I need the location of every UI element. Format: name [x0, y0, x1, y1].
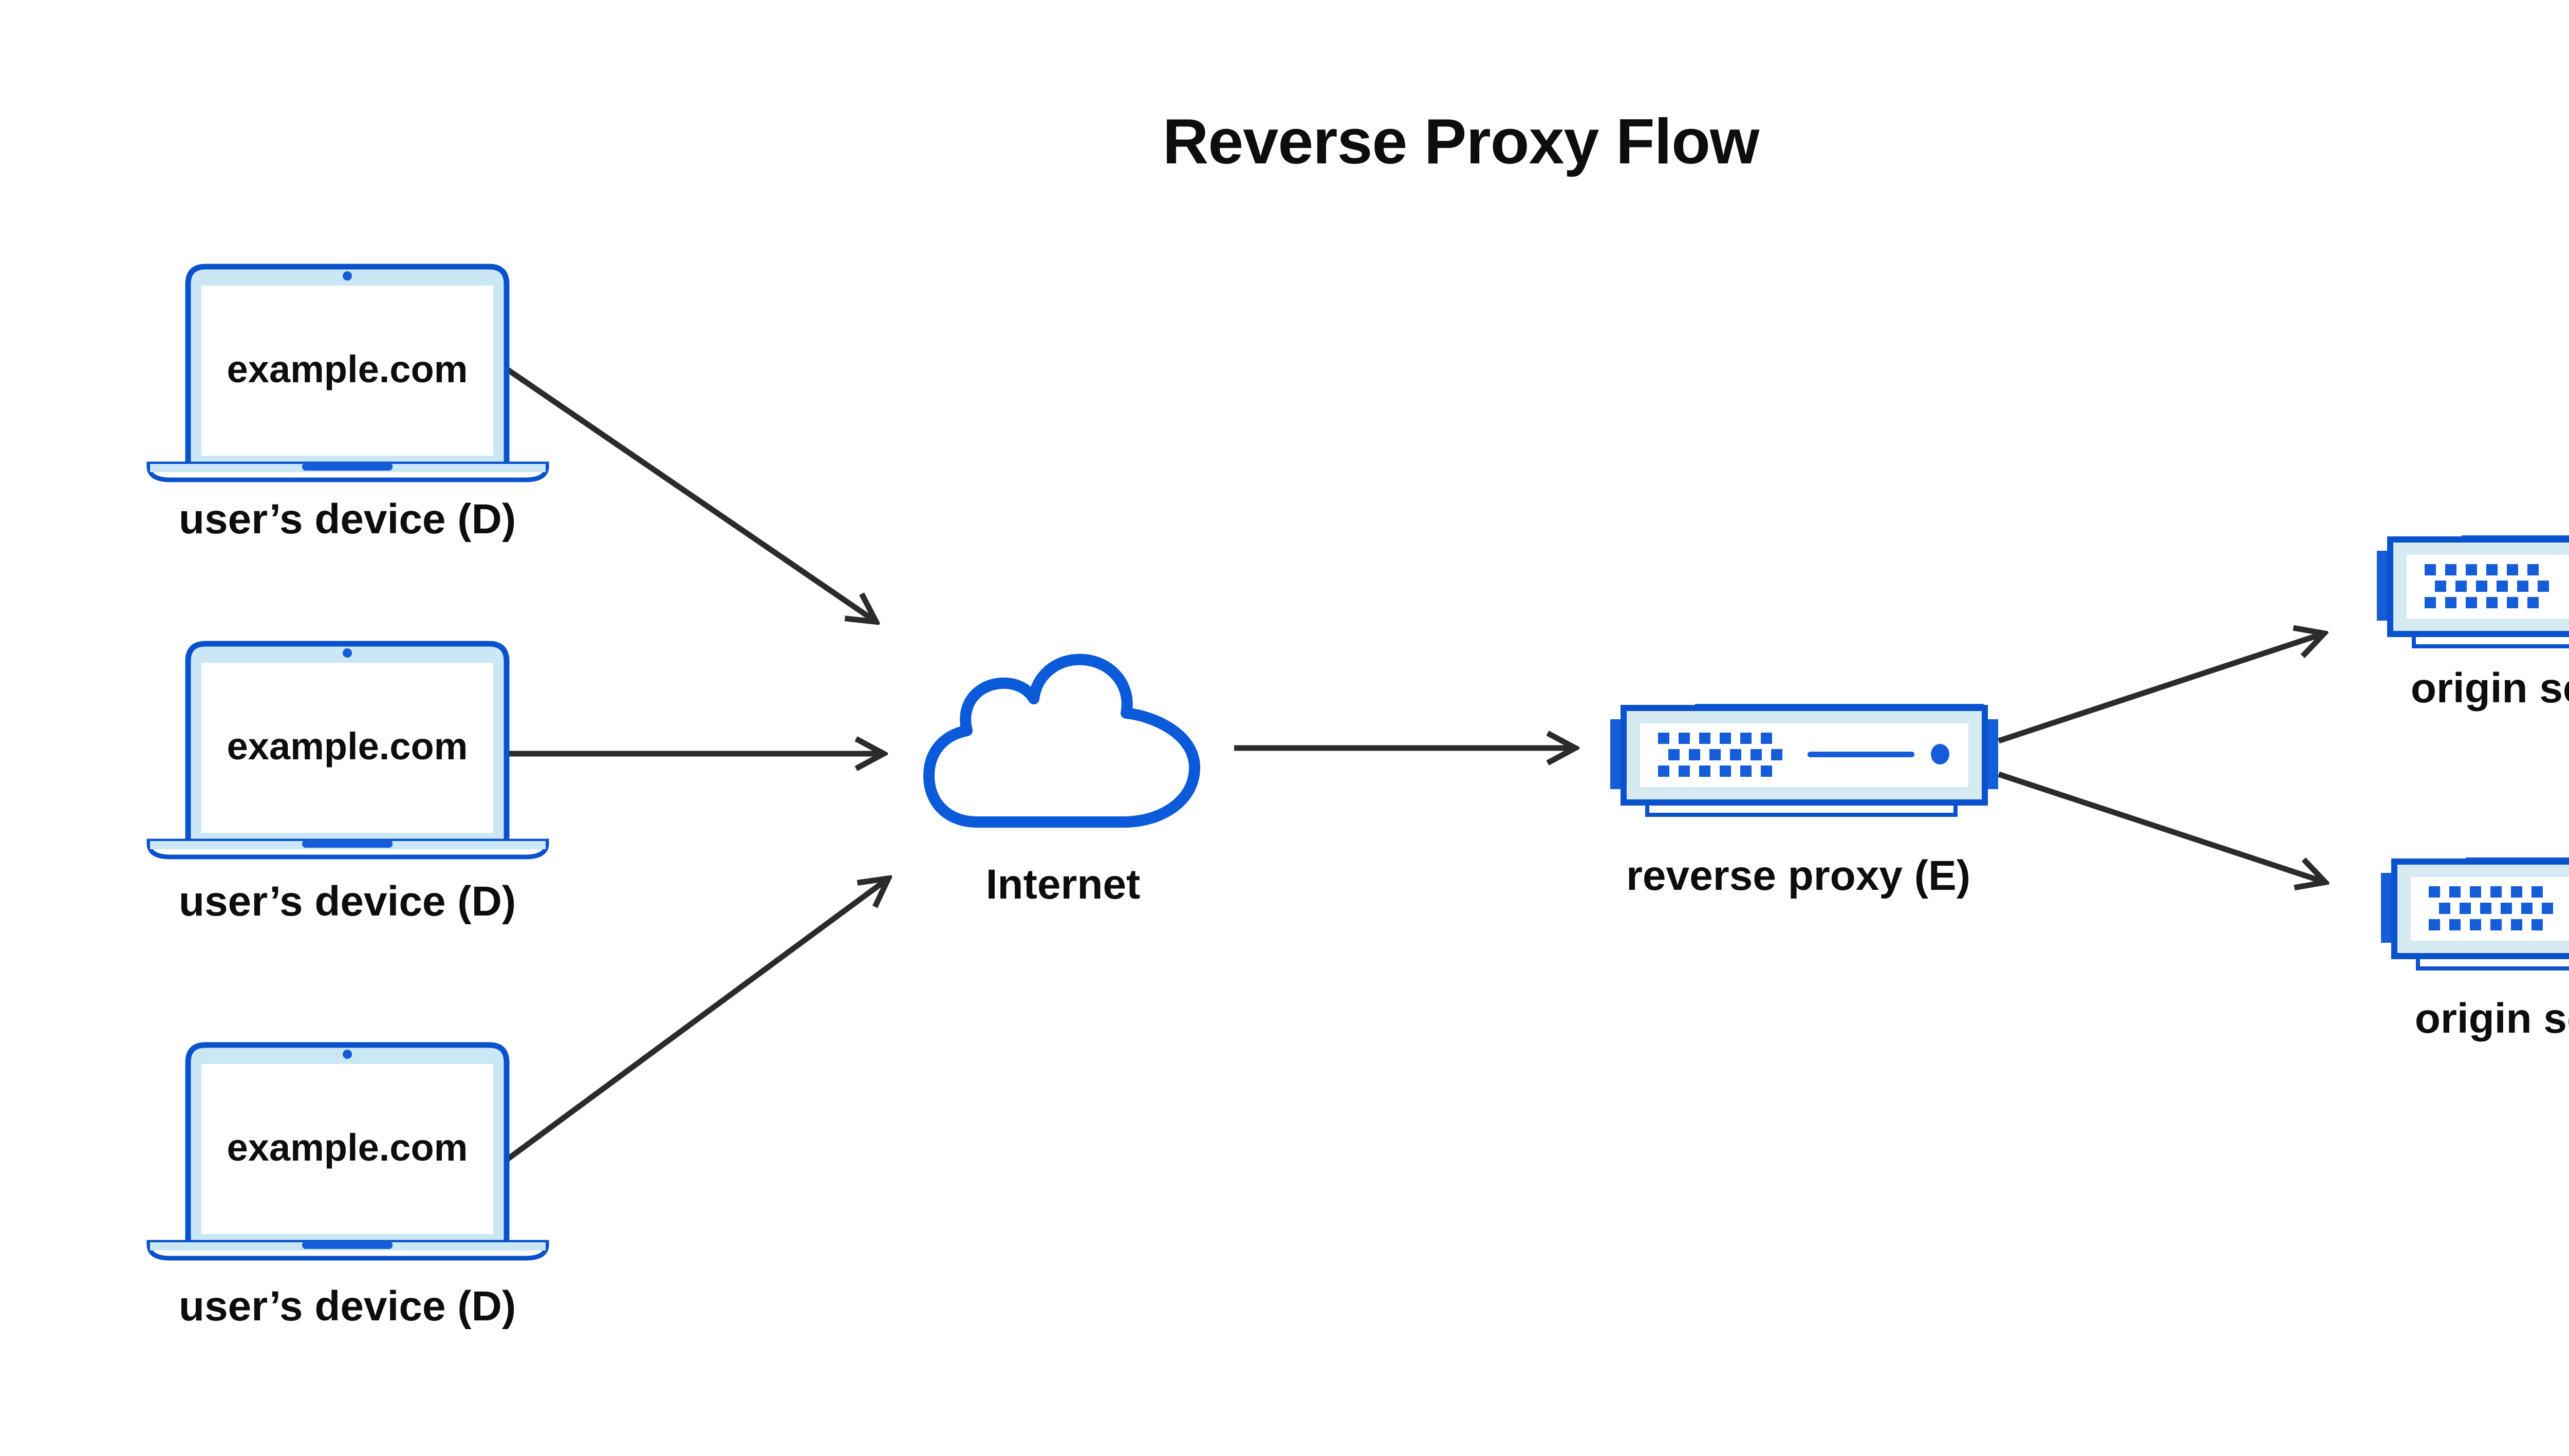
device-screen-url: example.com: [227, 348, 468, 390]
reverse-proxy-caption: reverse proxy (E): [1626, 852, 1970, 899]
arrow-proxy-to-origin2: [1998, 771, 2323, 882]
origin-server-caption: origin server (F): [2411, 665, 2569, 712]
internet-caption: Internet: [986, 861, 1141, 908]
internet-cloud-icon: [929, 660, 1195, 822]
arrow-proxy-to-origin1: [1998, 634, 2322, 744]
device-caption: user’s device (D): [179, 878, 516, 925]
reverse-proxy-server-icon: [1610, 704, 1998, 815]
device-screen-url: example.com: [227, 725, 468, 768]
page-title: Reverse Proxy Flow: [1163, 106, 1760, 177]
origin-server-caption: origin server (F): [2415, 995, 2569, 1042]
arrow-device3-to-internet: [501, 880, 887, 1165]
device-caption: user’s device (D): [179, 1283, 516, 1330]
origin-server-icon: [2381, 857, 2569, 968]
device-screen-url: example.com: [227, 1126, 468, 1169]
device-caption: user’s device (D): [179, 496, 516, 543]
origin-server-icon: [2377, 535, 2569, 646]
arrow-device1-to-internet: [501, 364, 874, 621]
